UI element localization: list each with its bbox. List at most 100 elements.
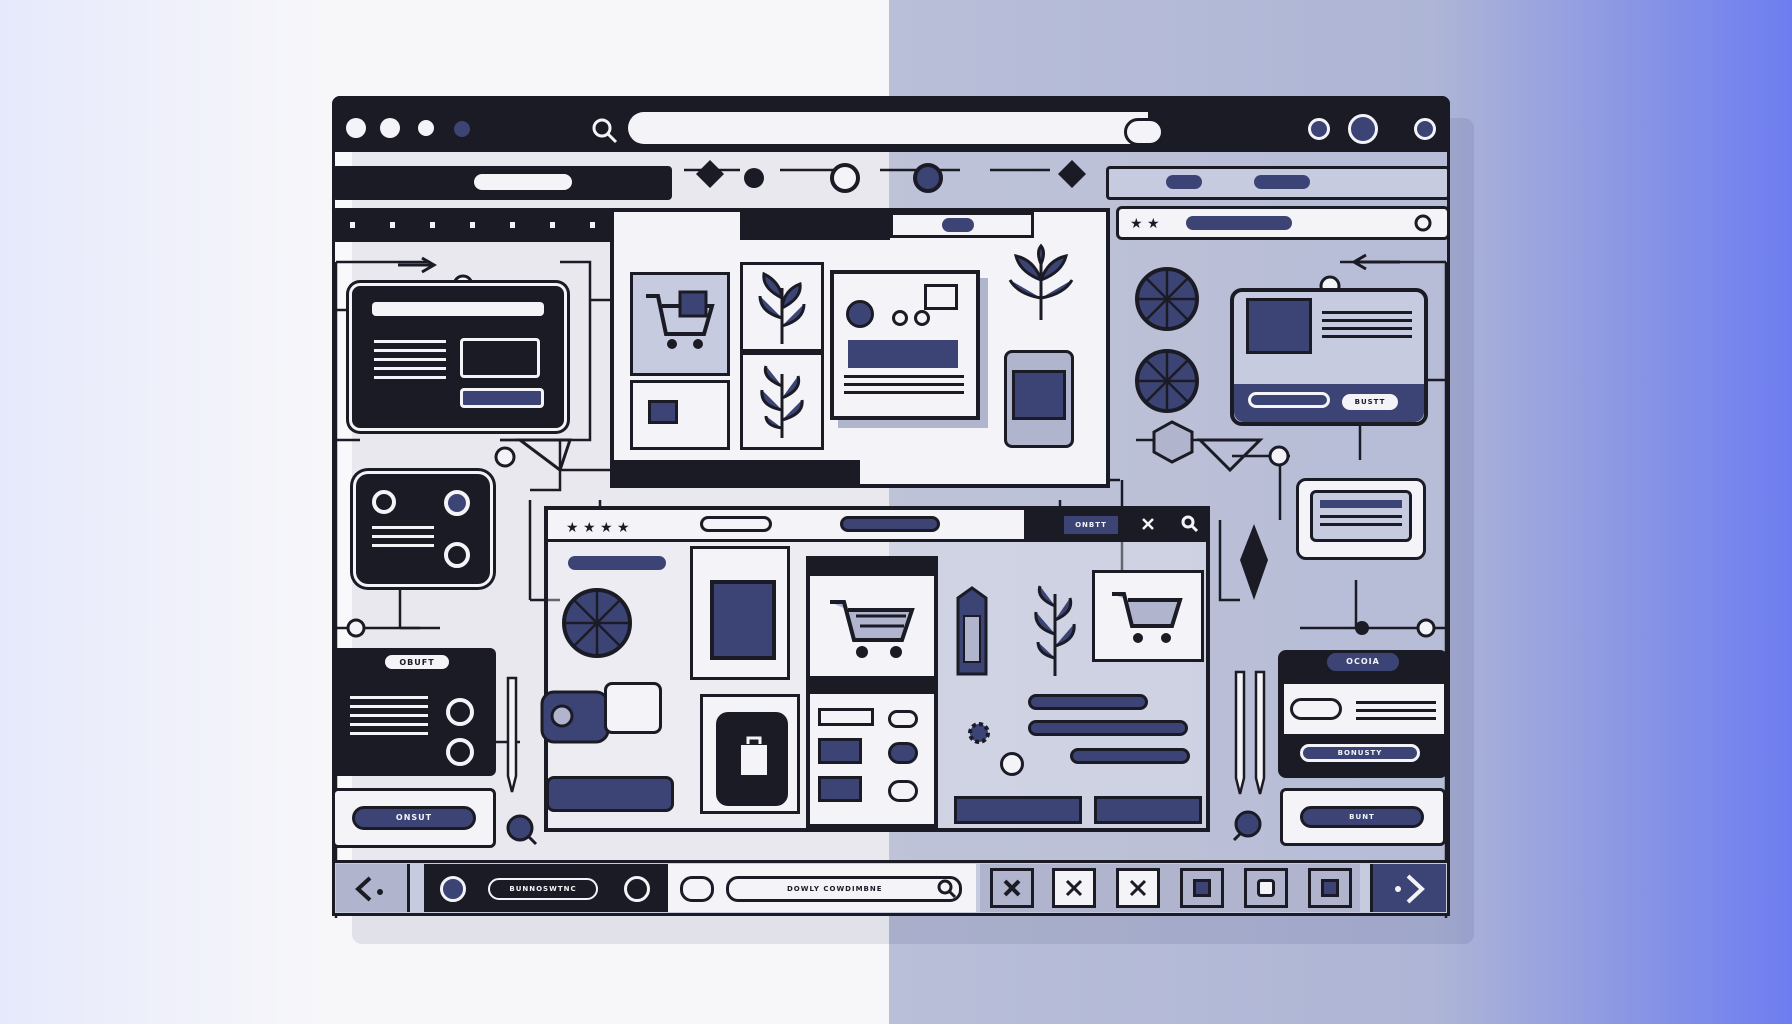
footer-close-button-1[interactable]	[990, 868, 1034, 908]
sidebar-button[interactable]: ONSUT	[352, 806, 476, 830]
chevron-right-icon[interactable]	[1392, 872, 1432, 906]
center-lower-toolbar-left	[548, 510, 1028, 542]
right-strip-pill-2[interactable]	[1254, 175, 1310, 189]
left-card-2-radio-2[interactable]	[444, 490, 470, 516]
center-lower-tab-label: ONBTT	[1075, 521, 1107, 529]
right-panel-button[interactable]: BONUSTY	[1300, 744, 1420, 762]
right-panel-input[interactable]	[1290, 698, 1342, 720]
toolbar-circle-1[interactable]	[1308, 118, 1330, 140]
right-mid-card-text	[1320, 510, 1402, 531]
right-bottom-button-label: BUNT	[1349, 813, 1375, 821]
lower-left-chip[interactable]	[604, 682, 662, 734]
window-extra-button[interactable]	[454, 121, 470, 137]
right-card-button[interactable]: BUSTT	[1342, 394, 1398, 410]
right-mid-card-line-1	[1320, 500, 1402, 508]
slider-1[interactable]	[1028, 694, 1148, 710]
image-tile-picture	[710, 580, 776, 660]
window-maximize-button[interactable]	[414, 116, 438, 140]
leaf-icon	[760, 365, 804, 438]
square-icon	[1193, 879, 1211, 897]
left-strip-search-pill[interactable]	[474, 174, 572, 190]
toolbar-circle-2[interactable]	[1348, 114, 1378, 144]
cart-row-1[interactable]	[818, 708, 874, 726]
cart-row-2[interactable]	[818, 738, 862, 764]
center-top-tab[interactable]	[942, 218, 974, 232]
svg-text:★ ★: ★ ★	[1130, 216, 1160, 232]
footer-status: BUNNOSWTNC	[488, 878, 598, 900]
left-card-3-text	[350, 690, 428, 741]
cart-icon	[1112, 592, 1183, 643]
left-card-1-inner	[460, 338, 540, 378]
sidebar-button-label: ONSUT	[395, 813, 433, 822]
center-top-window-bottom	[610, 460, 1110, 488]
right-top-card-text	[1322, 306, 1412, 343]
gear-icon[interactable]	[1412, 212, 1434, 234]
footer-next-box[interactable]	[1370, 864, 1446, 912]
left-card-2-radio-1[interactable]	[372, 490, 396, 514]
right-bottom-button[interactable]: BUNT	[1300, 806, 1424, 828]
footer-record-button[interactable]	[440, 876, 466, 902]
right-panel-title-label: OCOIA	[1346, 657, 1380, 666]
footer-search-input[interactable]: DOWLY COWDIMBNE	[726, 876, 962, 902]
close-icon[interactable]	[1140, 516, 1156, 532]
article-highlight	[848, 340, 958, 368]
cart-tile-footer	[630, 380, 730, 450]
left-card-1-bar	[460, 388, 544, 408]
footer-tools	[980, 864, 1360, 912]
toolbar-circle-3[interactable]	[1414, 118, 1436, 140]
slider-knob[interactable]	[1000, 752, 1024, 776]
right-mid-cart-card[interactable]	[1092, 570, 1204, 662]
address-bar[interactable]	[628, 112, 1148, 144]
tag-icon	[956, 586, 988, 676]
search-icon[interactable]	[936, 878, 958, 900]
lower-right-bar-2	[1094, 796, 1202, 824]
center-top-window-bar-right	[890, 212, 1034, 238]
pencil-icon	[1234, 670, 1266, 795]
right-card-button-label: BUSTT	[1354, 398, 1386, 406]
left-card-3-radio-1[interactable]	[446, 698, 474, 726]
footer-close-button-3[interactable]	[1116, 868, 1160, 908]
left-card-1-header	[372, 302, 544, 316]
footer-back-box[interactable]	[336, 864, 410, 912]
footer-square-button-2[interactable]	[1244, 868, 1288, 908]
cart-tile[interactable]	[630, 272, 730, 376]
footer-square-button-3[interactable]	[1308, 868, 1352, 908]
right-top-card-image	[1246, 298, 1312, 354]
cart-badge-3[interactable]	[888, 780, 918, 802]
right-top-card-pill[interactable]	[1248, 392, 1330, 408]
footer-location-button[interactable]	[680, 876, 714, 902]
article-avatar	[846, 300, 874, 328]
lower-right-bar-1	[954, 796, 1082, 824]
cart-badge-1[interactable]	[888, 710, 918, 728]
box-icon	[1152, 420, 1194, 464]
right-strip-pill-1[interactable]	[1166, 175, 1202, 189]
footer-refresh-button[interactable]	[624, 876, 650, 902]
cart-badge-2[interactable]	[888, 742, 918, 764]
search-icon[interactable]	[590, 116, 620, 146]
left-card-2-radio-3[interactable]	[444, 542, 470, 568]
center-lower-search-2[interactable]	[840, 516, 940, 532]
window-close-button[interactable]	[346, 118, 366, 138]
left-card-2-text	[372, 520, 434, 553]
cart-row-3[interactable]	[818, 776, 862, 802]
right-strip-search-pill[interactable]	[1186, 216, 1292, 230]
footer-square-button-1[interactable]	[1180, 868, 1224, 908]
footer-close-button-2[interactable]	[1052, 868, 1096, 908]
lower-left-bar[interactable]	[546, 776, 674, 812]
window-minimize-button[interactable]	[380, 118, 400, 138]
close-icon	[1129, 879, 1147, 897]
center-cart-card-header	[806, 556, 938, 576]
search-icon[interactable]	[1180, 514, 1200, 534]
article-radio-2[interactable]	[914, 310, 930, 326]
chevron-left-icon[interactable]	[350, 874, 390, 904]
left-card-3-radio-2[interactable]	[446, 738, 474, 766]
center-lower-search[interactable]	[700, 516, 772, 532]
wheel-icon	[562, 588, 632, 658]
slider-2[interactable]	[1028, 720, 1188, 736]
slider-3[interactable]	[1070, 748, 1190, 764]
article-radio-1[interactable]	[892, 310, 908, 326]
address-search-chip[interactable]	[1124, 118, 1164, 146]
left-card-3-button[interactable]: OBUFT	[382, 652, 452, 672]
phone-card-screen	[1012, 370, 1066, 420]
center-lower-tab[interactable]: ONBTT	[1064, 516, 1118, 534]
